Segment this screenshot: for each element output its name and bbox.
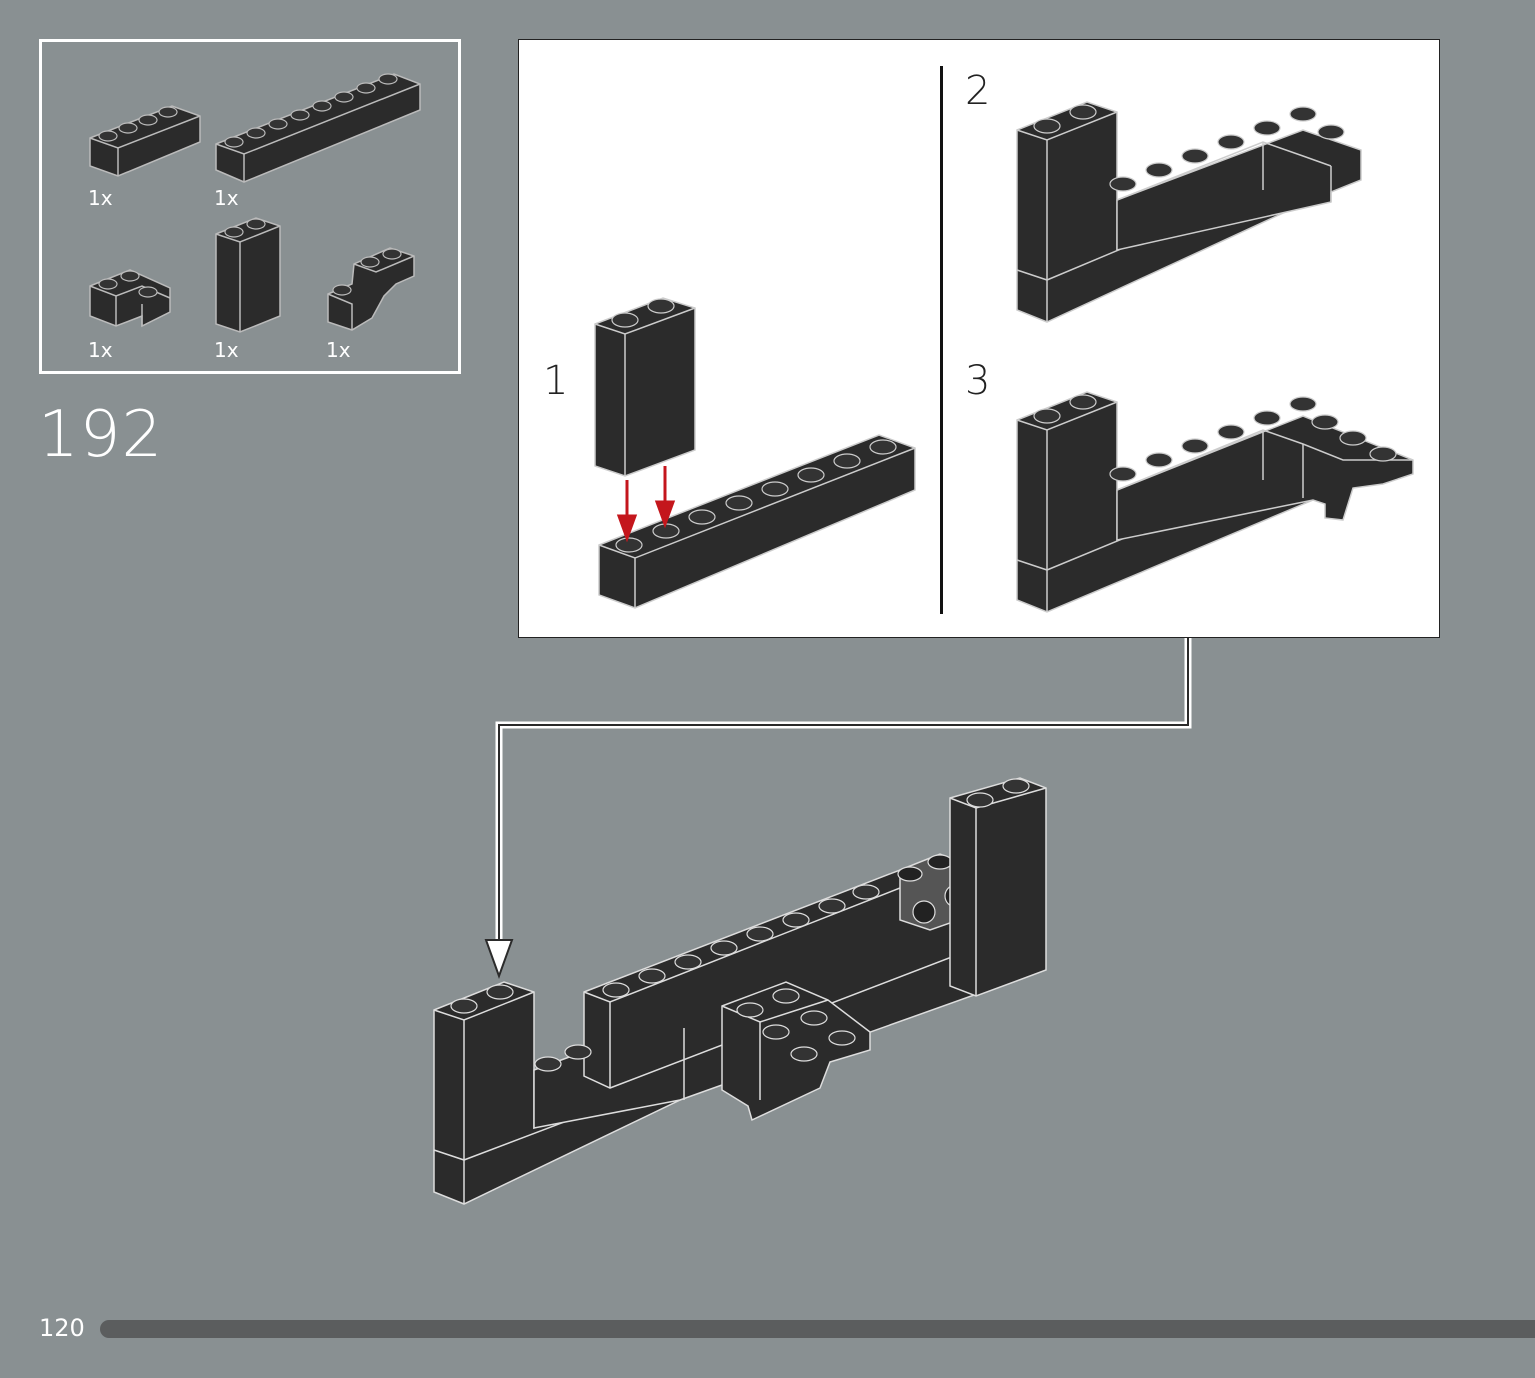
brick-1x4-illustration	[89, 105, 201, 177]
page-number: 120	[39, 1314, 85, 1342]
sub-step-1-illustration	[594, 297, 916, 609]
progress-bar	[100, 1320, 1535, 1338]
parts-list-box: 1x 1x 1x 1x	[39, 39, 461, 374]
qty-label: 1x	[214, 338, 239, 362]
sub-assembly-panel: 1 2 3	[518, 39, 1440, 638]
corner-brick-illustration	[89, 269, 171, 328]
sub-step-number: 3	[965, 358, 991, 404]
sub-step-2-illustration	[1016, 101, 1362, 323]
insert-arrow	[616, 466, 676, 543]
step-number: 192	[38, 398, 164, 472]
qty-label: 1x	[88, 186, 113, 210]
sub-step-3-illustration	[1016, 391, 1414, 613]
sub-step-number: 1	[543, 358, 569, 404]
brick-1x2x3-illustration	[215, 217, 281, 333]
main-assembly-illustration	[433, 777, 1047, 1205]
qty-label: 1x	[214, 186, 239, 210]
panel-divider	[940, 66, 943, 614]
sub-step-number: 2	[965, 68, 991, 114]
brick-1x8-illustration	[215, 73, 421, 183]
arch-brick-illustration	[327, 247, 415, 331]
qty-label: 1x	[88, 338, 113, 362]
qty-label: 1x	[326, 338, 351, 362]
